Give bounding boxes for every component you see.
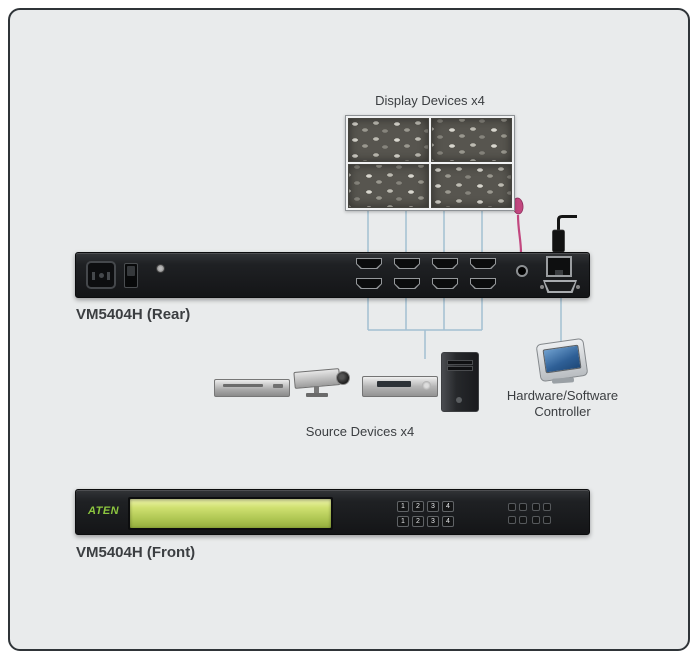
- function-button-icon: [532, 516, 540, 524]
- aten-logo: ATEN: [88, 505, 120, 517]
- controller-label-line1: Hardware/Software: [506, 388, 619, 403]
- grounding-screw-icon: [156, 264, 165, 273]
- select-button-in1: 1: [397, 516, 409, 527]
- display-devices-label: Display Devices x4: [375, 93, 485, 108]
- front-panel: ATEN 1 2 3 4 1 2 3 4: [75, 489, 590, 535]
- video-wall-icon: [345, 115, 515, 211]
- rear-panel: [75, 252, 590, 298]
- hdmi-port-icon: [394, 278, 420, 289]
- function-button-icon: [508, 503, 516, 511]
- select-button-in3: 3: [427, 516, 439, 527]
- dvd-player-icon: [214, 379, 290, 397]
- front-panel-label: VM5404H (Front): [76, 544, 196, 561]
- serial-db9-port-icon: [540, 280, 580, 294]
- video-wall-panel: [431, 164, 512, 208]
- lcd-display-icon: [128, 497, 333, 530]
- hdmi-port-icon: [394, 258, 420, 269]
- source-devices-label: Source Devices x4: [305, 424, 415, 439]
- video-wall-panel: [348, 118, 429, 162]
- power-switch-icon: [124, 263, 138, 288]
- hdmi-port-icon: [470, 258, 496, 269]
- hdmi-port-icon: [356, 258, 382, 269]
- cctv-camera-icon: [293, 364, 354, 402]
- select-button-out4: 4: [442, 501, 454, 512]
- function-button-icon: [519, 503, 527, 511]
- video-wall-panel: [348, 164, 429, 208]
- rear-panel-label: VM5404H (Rear): [76, 306, 191, 323]
- function-button-icon: [532, 503, 540, 511]
- hdmi-port-icon: [432, 278, 458, 289]
- function-button-icon: [543, 503, 551, 511]
- hdmi-port-icon: [470, 278, 496, 289]
- function-button-icon: [543, 516, 551, 524]
- pc-tower-icon: [441, 352, 479, 412]
- select-button-out3: 3: [427, 501, 439, 512]
- power-inlet-icon: [86, 261, 116, 289]
- controller-label-line2: Controller: [534, 404, 591, 419]
- select-button-in4: 4: [442, 516, 454, 527]
- ir-jack-icon: [516, 265, 528, 277]
- select-button-out1: 1: [397, 501, 409, 512]
- hdmi-port-icon: [356, 278, 382, 289]
- hdmi-port-icon: [432, 258, 458, 269]
- controller-label: Hardware/Software Controller: [490, 388, 635, 420]
- controller-device-icon: [535, 337, 590, 387]
- select-button-in2: 2: [412, 516, 424, 527]
- ethernet-port-icon: [546, 256, 572, 277]
- select-button-out2: 2: [412, 501, 424, 512]
- function-button-icon: [508, 516, 516, 524]
- av-receiver-icon: [362, 376, 438, 397]
- function-button-icon: [519, 516, 527, 524]
- video-wall-panel: [431, 118, 512, 162]
